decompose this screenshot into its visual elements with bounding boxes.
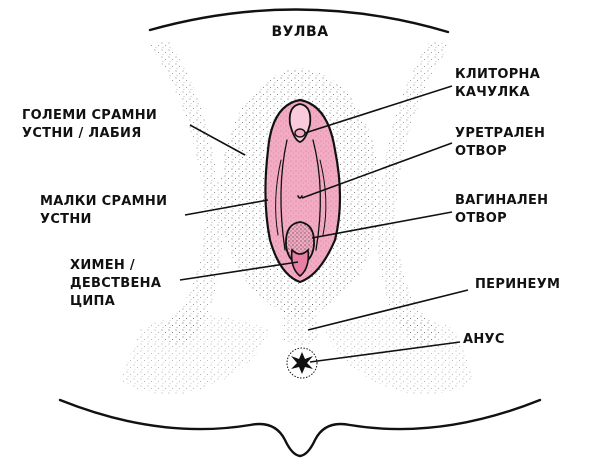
buttock-shading-left [120, 315, 270, 395]
label-vaginal-opening-line-2: ОТВОР [455, 211, 507, 226]
label-labia-minora: МАЛКИ СРАМНИ УСТНИ [40, 194, 172, 227]
body-outline-top [148, 8, 450, 34]
label-labia-minora-line-1: МАЛКИ СРАМНИ [40, 194, 167, 209]
urethral-opening-mark [297, 195, 303, 199]
hymen-shape [290, 248, 310, 278]
body-outline-bottom [58, 398, 542, 458]
label-labia-majora: ГОЛЕМИ СРАМНИ УСТНИ / ЛАБИЯ [22, 108, 162, 141]
leader-vaginal-opening [311, 211, 453, 239]
diagram-title: ВУЛВА [271, 24, 328, 40]
label-hymen: ХИМЕН / ДЕВСТВЕНА ЦИПА [70, 258, 166, 309]
buttock-shading-right [325, 315, 475, 395]
label-urethral-opening: УРЕТРАЛЕН ОТВОР [455, 126, 550, 159]
anus-mark [291, 352, 313, 374]
leader-urethral-opening [301, 142, 453, 199]
clitoris-glans [294, 128, 306, 138]
label-hymen-line-3: ЦИПА [70, 294, 115, 309]
leader-perineum [307, 289, 469, 331]
label-labia-majora-line-1: ГОЛЕМИ СРАМНИ [22, 108, 157, 123]
label-perineum: ПЕРИНЕУМ [475, 277, 560, 292]
label-hymen-line-1: ХИМЕН / [70, 258, 135, 273]
label-hymen-line-2: ДЕВСТВЕНА [70, 276, 161, 291]
label-urethral-opening-line-1: УРЕТРАЛЕН [455, 126, 545, 141]
inner-fold-right-2 [319, 159, 327, 236]
label-urethral-opening-line-2: ОТВОР [455, 144, 507, 159]
thigh-shading-left [150, 40, 223, 346]
leader-labia-majora [189, 124, 246, 156]
inner-fold-left [280, 139, 288, 251]
label-vaginal-opening: ВАГИНАЛЕН ОТВОР [455, 193, 553, 226]
leader-hymen [179, 261, 299, 281]
label-labia-minora-line-2: УСТНИ [40, 212, 92, 227]
leader-labia-minora [184, 199, 269, 216]
anus-ring [286, 347, 318, 379]
label-labia-majora-line-2: УСТНИ / ЛАБИЯ [22, 126, 142, 141]
leader-clitoral-hood [304, 85, 453, 134]
perineum-shading [282, 300, 318, 345]
label-clitoral-hood-line-2: КАЧУЛКА [455, 85, 530, 100]
label-anus: АНУС [463, 332, 505, 347]
label-clitoral-hood-line-1: КЛИТОРНА [455, 67, 540, 82]
leader-anus [309, 341, 461, 363]
label-vaginal-opening-line-1: ВАГИНАЛЕН [455, 193, 548, 208]
label-clitoral-hood: КЛИТОРНА КАЧУЛКА [455, 67, 545, 100]
thigh-shading-right [377, 40, 450, 346]
inner-fold-left-2 [275, 159, 282, 236]
